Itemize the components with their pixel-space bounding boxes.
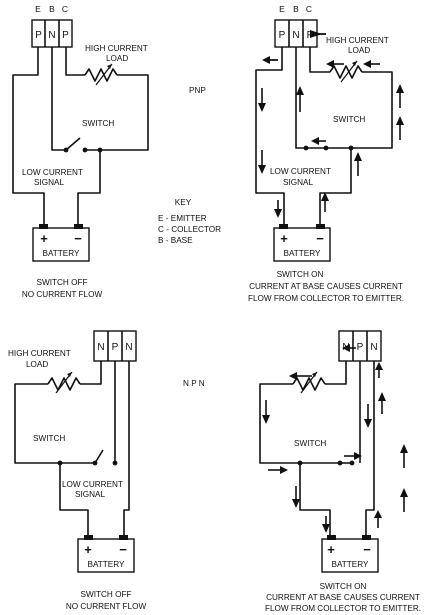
high-current-load-resistor	[84, 68, 118, 82]
battery-plus: +	[84, 542, 92, 557]
current-flow-arrows	[258, 30, 404, 218]
load-return-wire	[14, 383, 95, 464]
transistor-layer-2: N	[48, 30, 55, 41]
battery	[321, 538, 379, 573]
caption-on-line2: CURRENT AT BASE CAUSES CURRENT	[266, 593, 420, 602]
battery-minus: −	[119, 542, 127, 557]
battery-minus: −	[74, 231, 82, 246]
key-emitter: E - EMITTER	[158, 214, 207, 223]
battery	[32, 227, 90, 262]
caption-off-line2: NO CURRENT FLOW	[66, 602, 147, 611]
key-title: KEY	[175, 198, 192, 207]
low-current-signal-label: LOW CURRENT	[22, 168, 83, 177]
npn-switch-off-circuit: N P N HIGH CURRENT LOAD SWITCH LOW CURRE…	[8, 330, 147, 611]
caption-off-line1: SWITCH OFF	[37, 278, 88, 287]
npn-type-label: N P N	[183, 379, 205, 388]
transistor-layer-2: N	[292, 30, 299, 41]
transistor-layer-3: P	[62, 30, 69, 41]
signal-wire	[319, 148, 352, 226]
key-base: B - BASE	[158, 236, 193, 245]
emitter-wire	[123, 361, 130, 537]
caption-off-line2: NO CURRENT FLOW	[22, 290, 103, 299]
emitter-terminal-label: E	[35, 4, 41, 14]
caption-off-line1: SWITCH OFF	[81, 590, 132, 599]
battery-plus: +	[40, 231, 48, 246]
key-collector: C - COLLECTOR	[158, 225, 221, 234]
transistor-layer-1: P	[279, 30, 286, 41]
emitter-terminal-label: E	[279, 4, 285, 14]
battery-plus: +	[280, 231, 288, 246]
transistor-layer-2: P	[357, 342, 364, 353]
low-current-signal-label: LOW CURRENT	[62, 480, 123, 489]
switch-label: SWITCH	[82, 119, 114, 128]
pnp-type-label: PNP	[189, 86, 206, 95]
load-label: HIGH CURRENT	[326, 36, 389, 45]
battery-label: BATTERY	[87, 560, 125, 569]
load-label: HIGH CURRENT	[8, 349, 71, 358]
low-current-signal-label-2: SIGNAL	[34, 178, 64, 187]
key-legend: KEY E - EMITTER C - COLLECTOR B - BASE	[158, 198, 221, 245]
emitter-wire	[12, 47, 45, 226]
base-wire	[51, 47, 66, 151]
collector-terminal-label: C	[306, 4, 312, 14]
high-current-load-resistor	[292, 377, 326, 391]
pnp-switch-off-circuit: E B C P N P HIGH CURRENT LOAD SWITCH LOW…	[12, 4, 149, 299]
battery-plus: +	[327, 542, 335, 557]
switch-label: SWITCH	[294, 439, 326, 448]
transistor-layer-1: P	[35, 30, 42, 41]
signal-wire	[299, 463, 331, 537]
load-return-wire	[85, 74, 149, 151]
pnp-switch-on-circuit: E B C P N P	[248, 4, 404, 303]
load-label-2: LOAD	[26, 360, 48, 369]
battery	[77, 538, 135, 573]
switch-lever-open	[65, 137, 81, 151]
load-return-wire	[259, 383, 340, 464]
emitter-wire	[365, 361, 375, 537]
load-label-2: LOAD	[348, 46, 370, 55]
caption-on-line3: FLOW FROM COLLECTOR TO EMITTER.	[248, 294, 404, 303]
battery-label: BATTERY	[283, 249, 321, 258]
battery	[273, 227, 331, 262]
caption-on-line3: FLOW FROM COLLECTOR TO EMITTER.	[265, 604, 421, 613]
current-flow-arrows	[262, 344, 408, 533]
caption-on-line1: SWITCH ON	[320, 582, 367, 591]
load-label-2: LOAD	[106, 54, 128, 63]
low-current-signal-label-2: SIGNAL	[75, 490, 105, 499]
battery-minus: −	[363, 542, 371, 557]
transistor-layer-3: N	[370, 342, 377, 353]
high-current-load-resistor	[47, 377, 81, 391]
collector-terminal-label: C	[62, 4, 68, 14]
low-current-signal-label: LOW CURRENT	[270, 167, 331, 176]
signal-wire	[77, 150, 101, 226]
battery-minus: −	[316, 231, 324, 246]
base-terminal-label: B	[49, 4, 55, 14]
load-label: HIGH CURRENT	[85, 44, 148, 53]
signal-wire	[59, 463, 89, 537]
caption-on-line1: SWITCH ON	[277, 270, 324, 279]
transistor-layer-1: N	[97, 342, 104, 353]
low-current-signal-label-2: SIGNAL	[283, 178, 313, 187]
transistor-layer-3: N	[125, 342, 132, 353]
emitter-wire	[255, 47, 285, 226]
transistor-layer-2: P	[112, 342, 119, 353]
switch-label: SWITCH	[33, 434, 65, 443]
load-return-wire	[326, 71, 393, 149]
battery-label: BATTERY	[42, 249, 80, 258]
base-wire	[295, 47, 306, 149]
base-terminal-label: B	[293, 4, 299, 14]
npn-switch-on-circuit: N P N	[259, 330, 421, 613]
caption-on-line2: CURRENT AT BASE CAUSES CURRENT	[249, 282, 403, 291]
battery-label: BATTERY	[331, 560, 369, 569]
switch-label: SWITCH	[333, 115, 365, 124]
switch-lever-open	[94, 449, 104, 464]
